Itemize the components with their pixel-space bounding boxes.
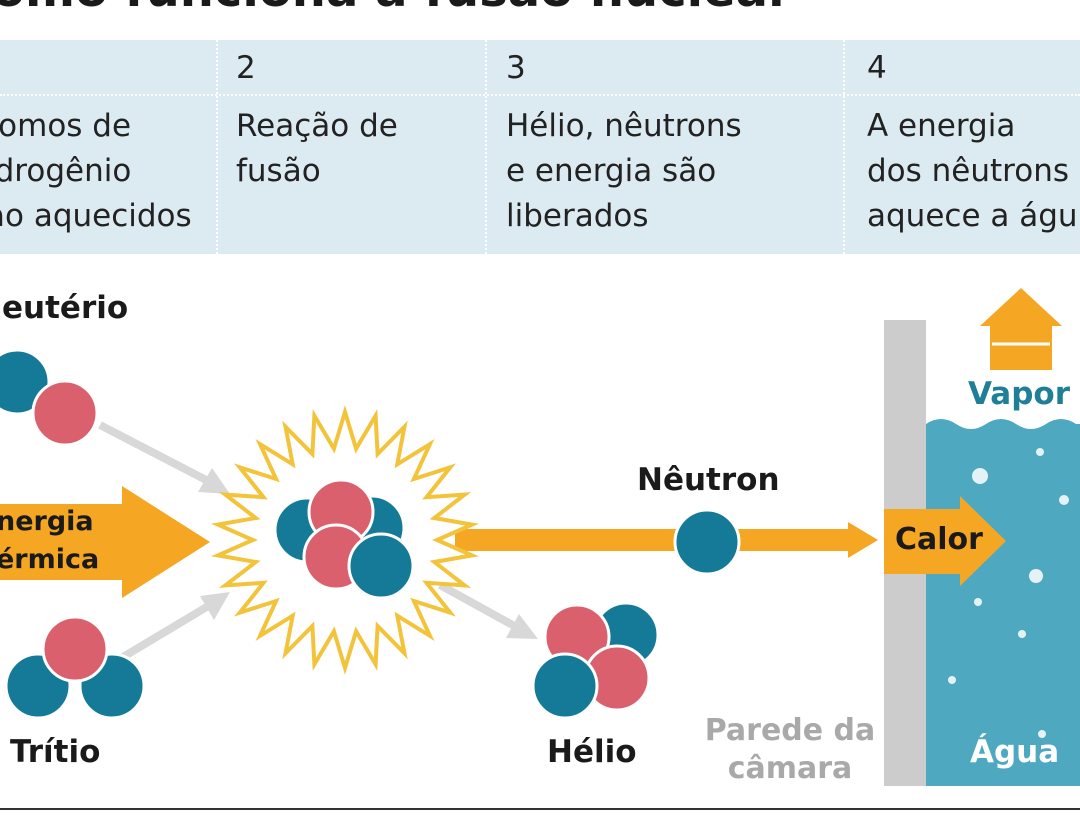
page-title: omo funciona a fusão nuclear [0,0,1080,18]
neutron-label: Nêutron [637,462,780,498]
step-4-text: A energia dos nêutrons aquece a águ [867,108,1078,234]
steps-divider-3 [843,40,845,254]
deuterium-proton [31,379,99,447]
bottom-rule [0,808,1080,810]
step-2-text: Reação de fusão [236,108,398,189]
deuterium-arrow [98,421,230,494]
steps-divider-1 [216,40,218,254]
thermal-energy-label: nergia érmica [0,506,100,575]
water-bubbles [948,448,1069,738]
heat-label: Calor [895,522,983,557]
tritium-proton [41,615,109,683]
helium-label: Hélio [547,734,637,770]
tritium-label: Trítio [10,734,101,770]
helium-atom [531,601,660,720]
vapor-arrow [980,288,1062,370]
step-2-number: 2 [236,50,256,86]
step-3-number: 3 [506,50,526,86]
steps-band [0,40,1080,254]
neutron-beam-arrowhead [848,522,878,558]
helium-arrow [438,581,538,639]
heat-arrow [884,496,1006,586]
helium-neutron-bottom [531,652,599,720]
water-label: Água [970,734,1060,770]
step-1-text: tomos de idrogênio ão aquecidos [0,108,192,234]
water-body [926,419,1080,786]
neutron-beam [455,529,850,551]
deuterium-atom [0,348,99,447]
fusion-core [273,478,415,600]
thermal-energy-arrow [0,486,210,598]
deuterium-label: eutério [2,290,129,326]
released-neutron [673,508,741,576]
steps-divider-horizontal [0,94,1080,96]
steps-divider-2 [485,40,487,254]
step-3-text: Hélio, nêutrons e energia são liberados [506,108,742,234]
vapor-label: Vapor [968,376,1070,412]
tritium-atom [4,615,146,720]
step-4-number: 4 [867,50,887,86]
core-neutron-bottom [347,532,415,600]
chamber-wall-label: Parede da câmara [704,713,876,786]
tritium-arrow [115,592,230,664]
